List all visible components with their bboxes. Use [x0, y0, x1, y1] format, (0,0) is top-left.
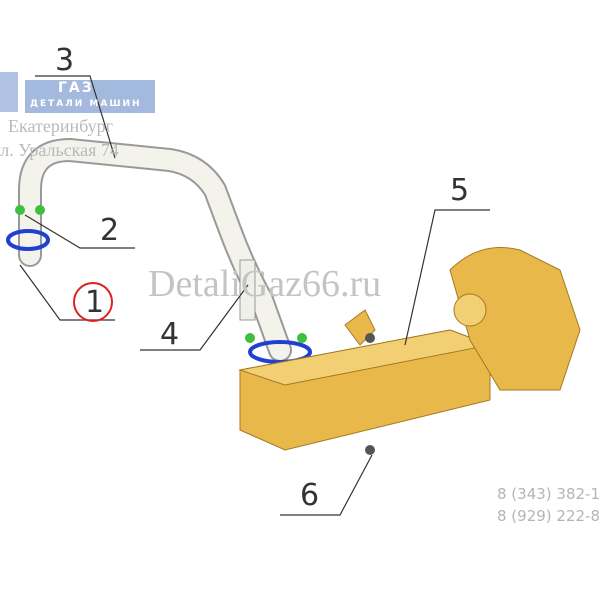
bolt-2b	[35, 205, 45, 215]
logo-brand: ГАЗ	[58, 80, 94, 96]
bolt-lower-left	[245, 333, 255, 343]
bolt-lower-right	[297, 333, 307, 343]
callout-6: 6	[300, 478, 319, 513]
watermark-address: ул. Уральская 74	[0, 140, 119, 160]
highlight-circle	[73, 282, 113, 322]
clamp-1	[6, 229, 50, 251]
bolt-2	[15, 205, 25, 215]
bolt-6	[365, 445, 375, 455]
watermark-site: DetaliGaz66.ru	[148, 263, 382, 305]
logo-tagline: ДЕТАЛИ МАШИН	[30, 99, 142, 109]
callout-3: 3	[55, 43, 74, 78]
watermark-city: Екатеринбург	[8, 116, 113, 136]
bracket-4	[239, 259, 256, 321]
bolt-5	[365, 333, 375, 343]
callout-1: 1	[85, 285, 104, 320]
phone-1: 8 (343) 382-1	[497, 485, 600, 503]
callout-2: 2	[100, 213, 119, 248]
gaz-logo	[0, 72, 155, 113]
egr-cooler-5	[238, 247, 581, 451]
leader-lines	[19, 75, 490, 516]
phone-2: 8 (929) 222-8	[497, 507, 600, 525]
callout-5: 5	[450, 173, 469, 208]
callout-4: 4	[160, 317, 179, 352]
